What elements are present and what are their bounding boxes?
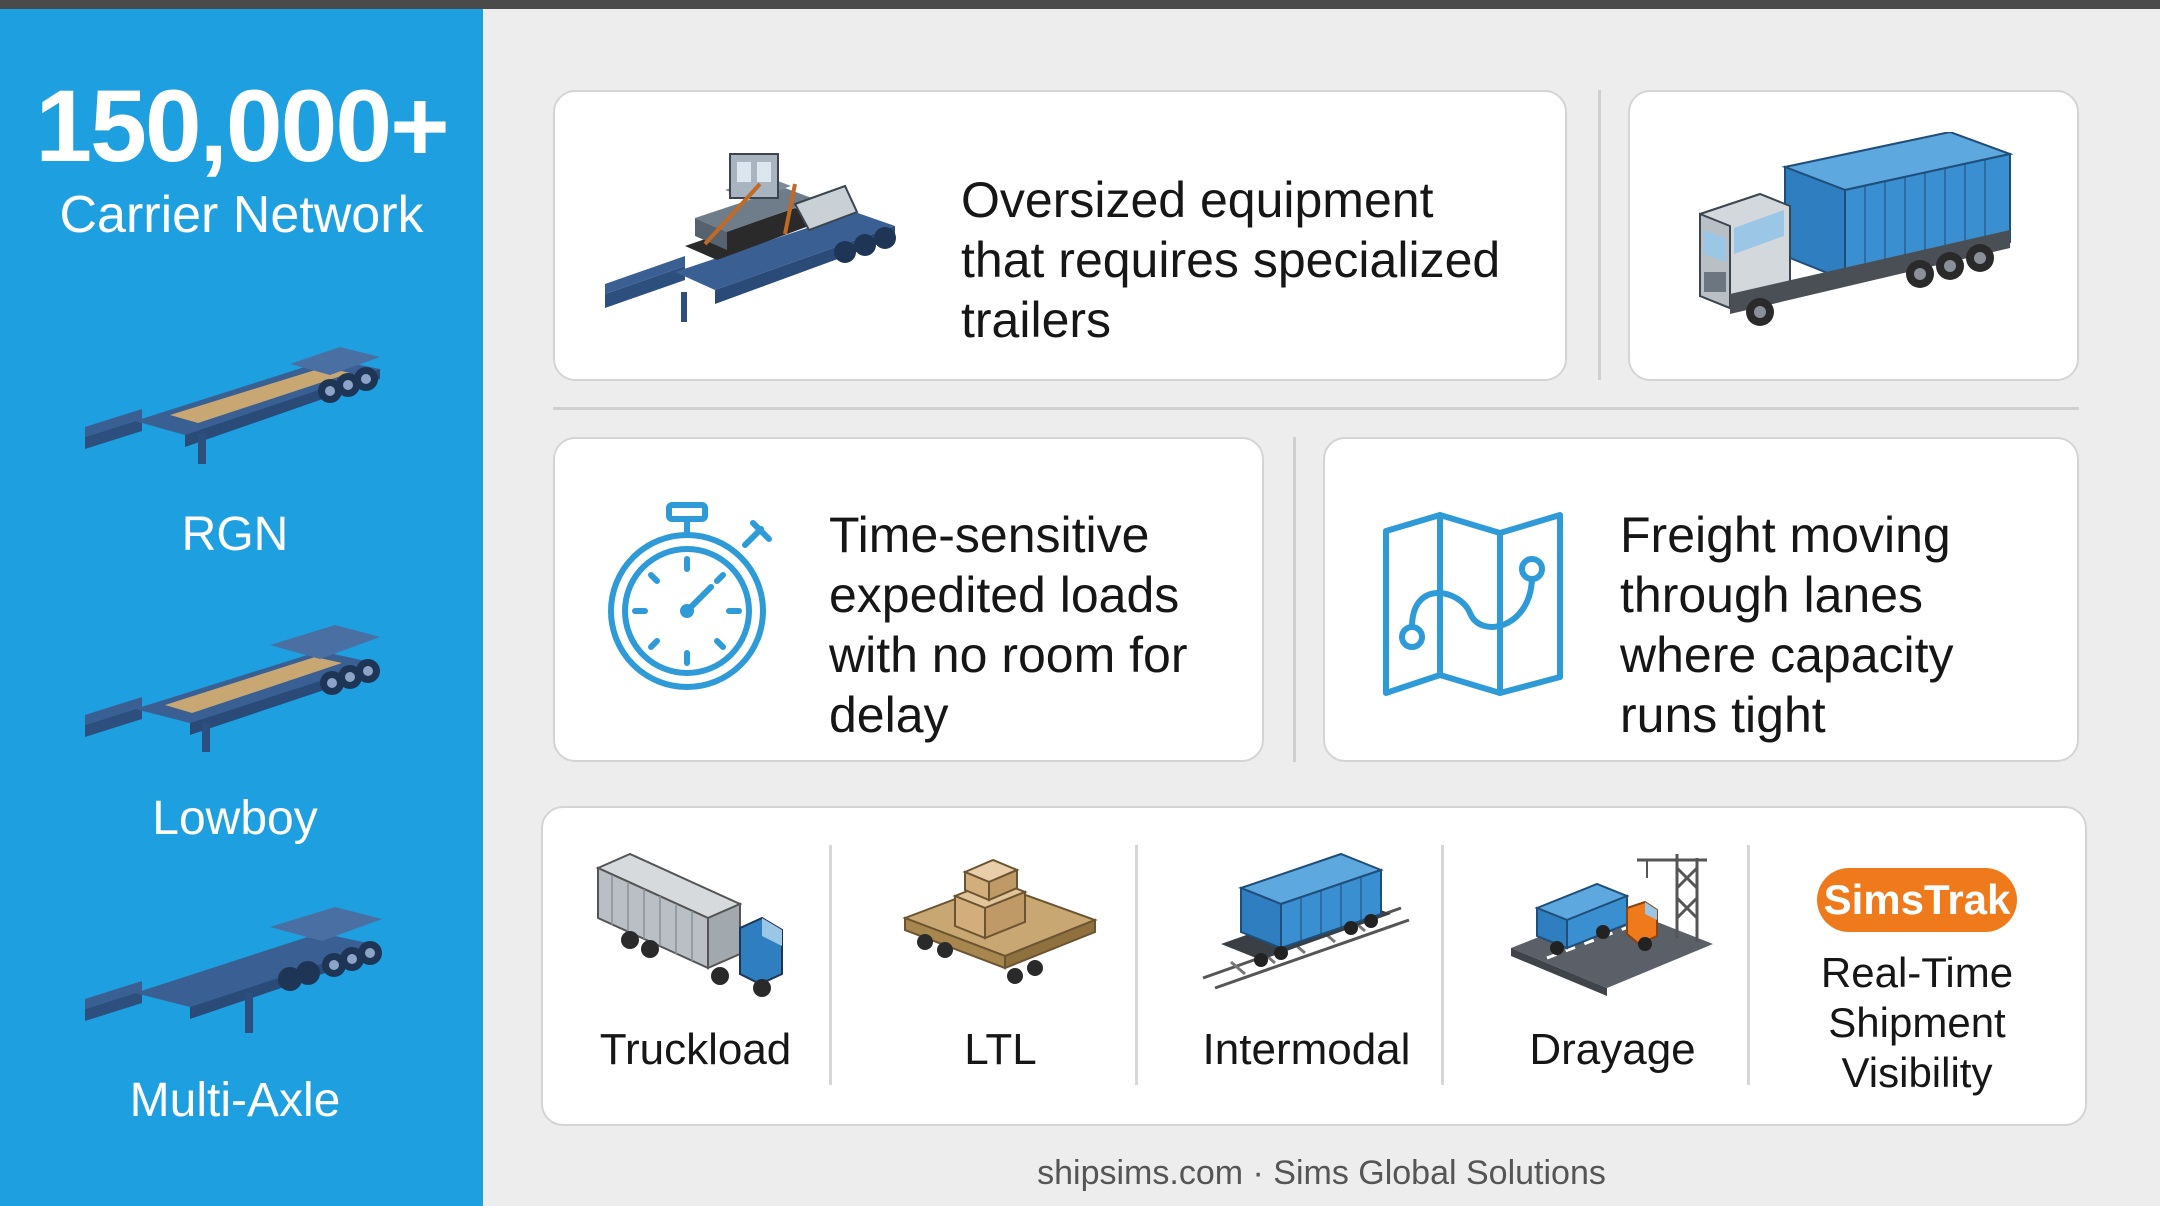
oversized-equipment-text: Oversized equipment that requires specia… bbox=[961, 172, 1501, 348]
divider bbox=[1135, 845, 1138, 1085]
bulldozer-on-trailer-icon bbox=[605, 153, 896, 322]
sidebar: 150,000+ Carrier Network RGN Lowboy bbox=[0, 9, 483, 1206]
carrier-count: 150,000+ bbox=[35, 69, 449, 183]
card-container-truck bbox=[1628, 90, 2079, 381]
card-time-sensitive: Time-sensitive expedited loads with no r… bbox=[553, 437, 1264, 762]
service-intermodal: Intermodal bbox=[1154, 808, 1459, 1124]
service-label-ltl: LTL bbox=[964, 1025, 1037, 1074]
flatbed-pallet-icon bbox=[902, 858, 1098, 984]
simstrak-feature: SimsTrak Real-Time Shipment Visibility bbox=[1747, 808, 2087, 1124]
simstrak-subtitle: Real-Time Shipment Visibility bbox=[1820, 949, 2014, 1096]
main-content: Oversized equipment that requires specia… bbox=[483, 9, 2160, 1206]
service-label-drayage: Drayage bbox=[1529, 1025, 1696, 1074]
route-map-icon bbox=[1383, 512, 1563, 696]
service-truckload: Truckload bbox=[543, 808, 848, 1124]
services-panel: Truckload LTL bbox=[541, 806, 2087, 1126]
service-label-intermodal: Intermodal bbox=[1202, 1025, 1411, 1074]
trailer-label-rgn: RGN bbox=[181, 508, 289, 561]
service-ltl: LTL bbox=[848, 808, 1153, 1124]
trailer-label-lowboy: Lowboy bbox=[152, 792, 318, 845]
divider bbox=[553, 407, 2079, 410]
service-label-truckload: Truckload bbox=[599, 1025, 792, 1074]
rgn-trailer-icon bbox=[85, 347, 380, 464]
time-sensitive-text: Time-sensitive expedited loads with no r… bbox=[829, 507, 1188, 743]
divider bbox=[829, 845, 832, 1085]
service-drayage: Drayage bbox=[1460, 808, 1765, 1124]
multi-axle-trailer-icon bbox=[85, 907, 382, 1033]
card-freight-lanes: Freight moving through lanes where capac… bbox=[1323, 437, 2079, 762]
divider bbox=[1747, 845, 1750, 1085]
divider bbox=[1441, 845, 1444, 1085]
card-oversized-equipment: Oversized equipment that requires specia… bbox=[553, 90, 1567, 381]
container-truck-icon bbox=[1699, 132, 2014, 326]
port-drayage-icon bbox=[1511, 854, 1713, 996]
divider bbox=[1293, 437, 1296, 762]
divider bbox=[1598, 90, 1601, 380]
footer-credit: shipsims.com · Sims Global Solutions bbox=[1037, 1154, 1606, 1192]
top-bar bbox=[0, 0, 2160, 9]
box-truck-icon bbox=[595, 852, 783, 997]
trailer-label-multi-axle: Multi-Axle bbox=[129, 1074, 341, 1127]
lowboy-trailer-icon bbox=[85, 625, 380, 752]
freight-lanes-text: Freight moving through lanes where capac… bbox=[1620, 507, 1954, 743]
rail-container-icon bbox=[1202, 852, 1410, 990]
simstrak-badge: SimsTrak bbox=[1817, 868, 2017, 932]
stopwatch-icon bbox=[608, 502, 772, 690]
carrier-network-label: Carrier Network bbox=[59, 186, 424, 244]
